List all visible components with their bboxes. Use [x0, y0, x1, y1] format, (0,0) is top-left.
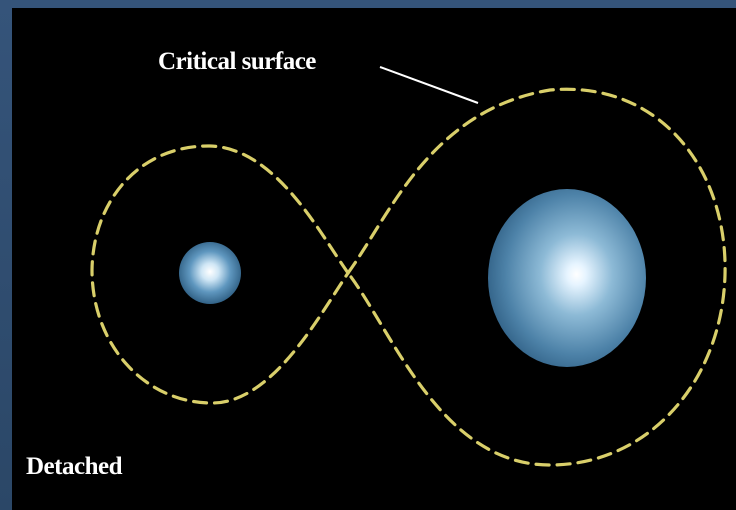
- large-star: [488, 189, 646, 367]
- critical-surface: [90, 87, 727, 467]
- small-star: [179, 242, 241, 304]
- critical-surface-right-lobe: [346, 87, 727, 467]
- critical-surface-label: Critical surface: [158, 48, 316, 75]
- state-label: Detached: [26, 453, 122, 480]
- critical-surface-pointer: [379, 66, 479, 104]
- critical-surface-left-lobe: [90, 144, 350, 405]
